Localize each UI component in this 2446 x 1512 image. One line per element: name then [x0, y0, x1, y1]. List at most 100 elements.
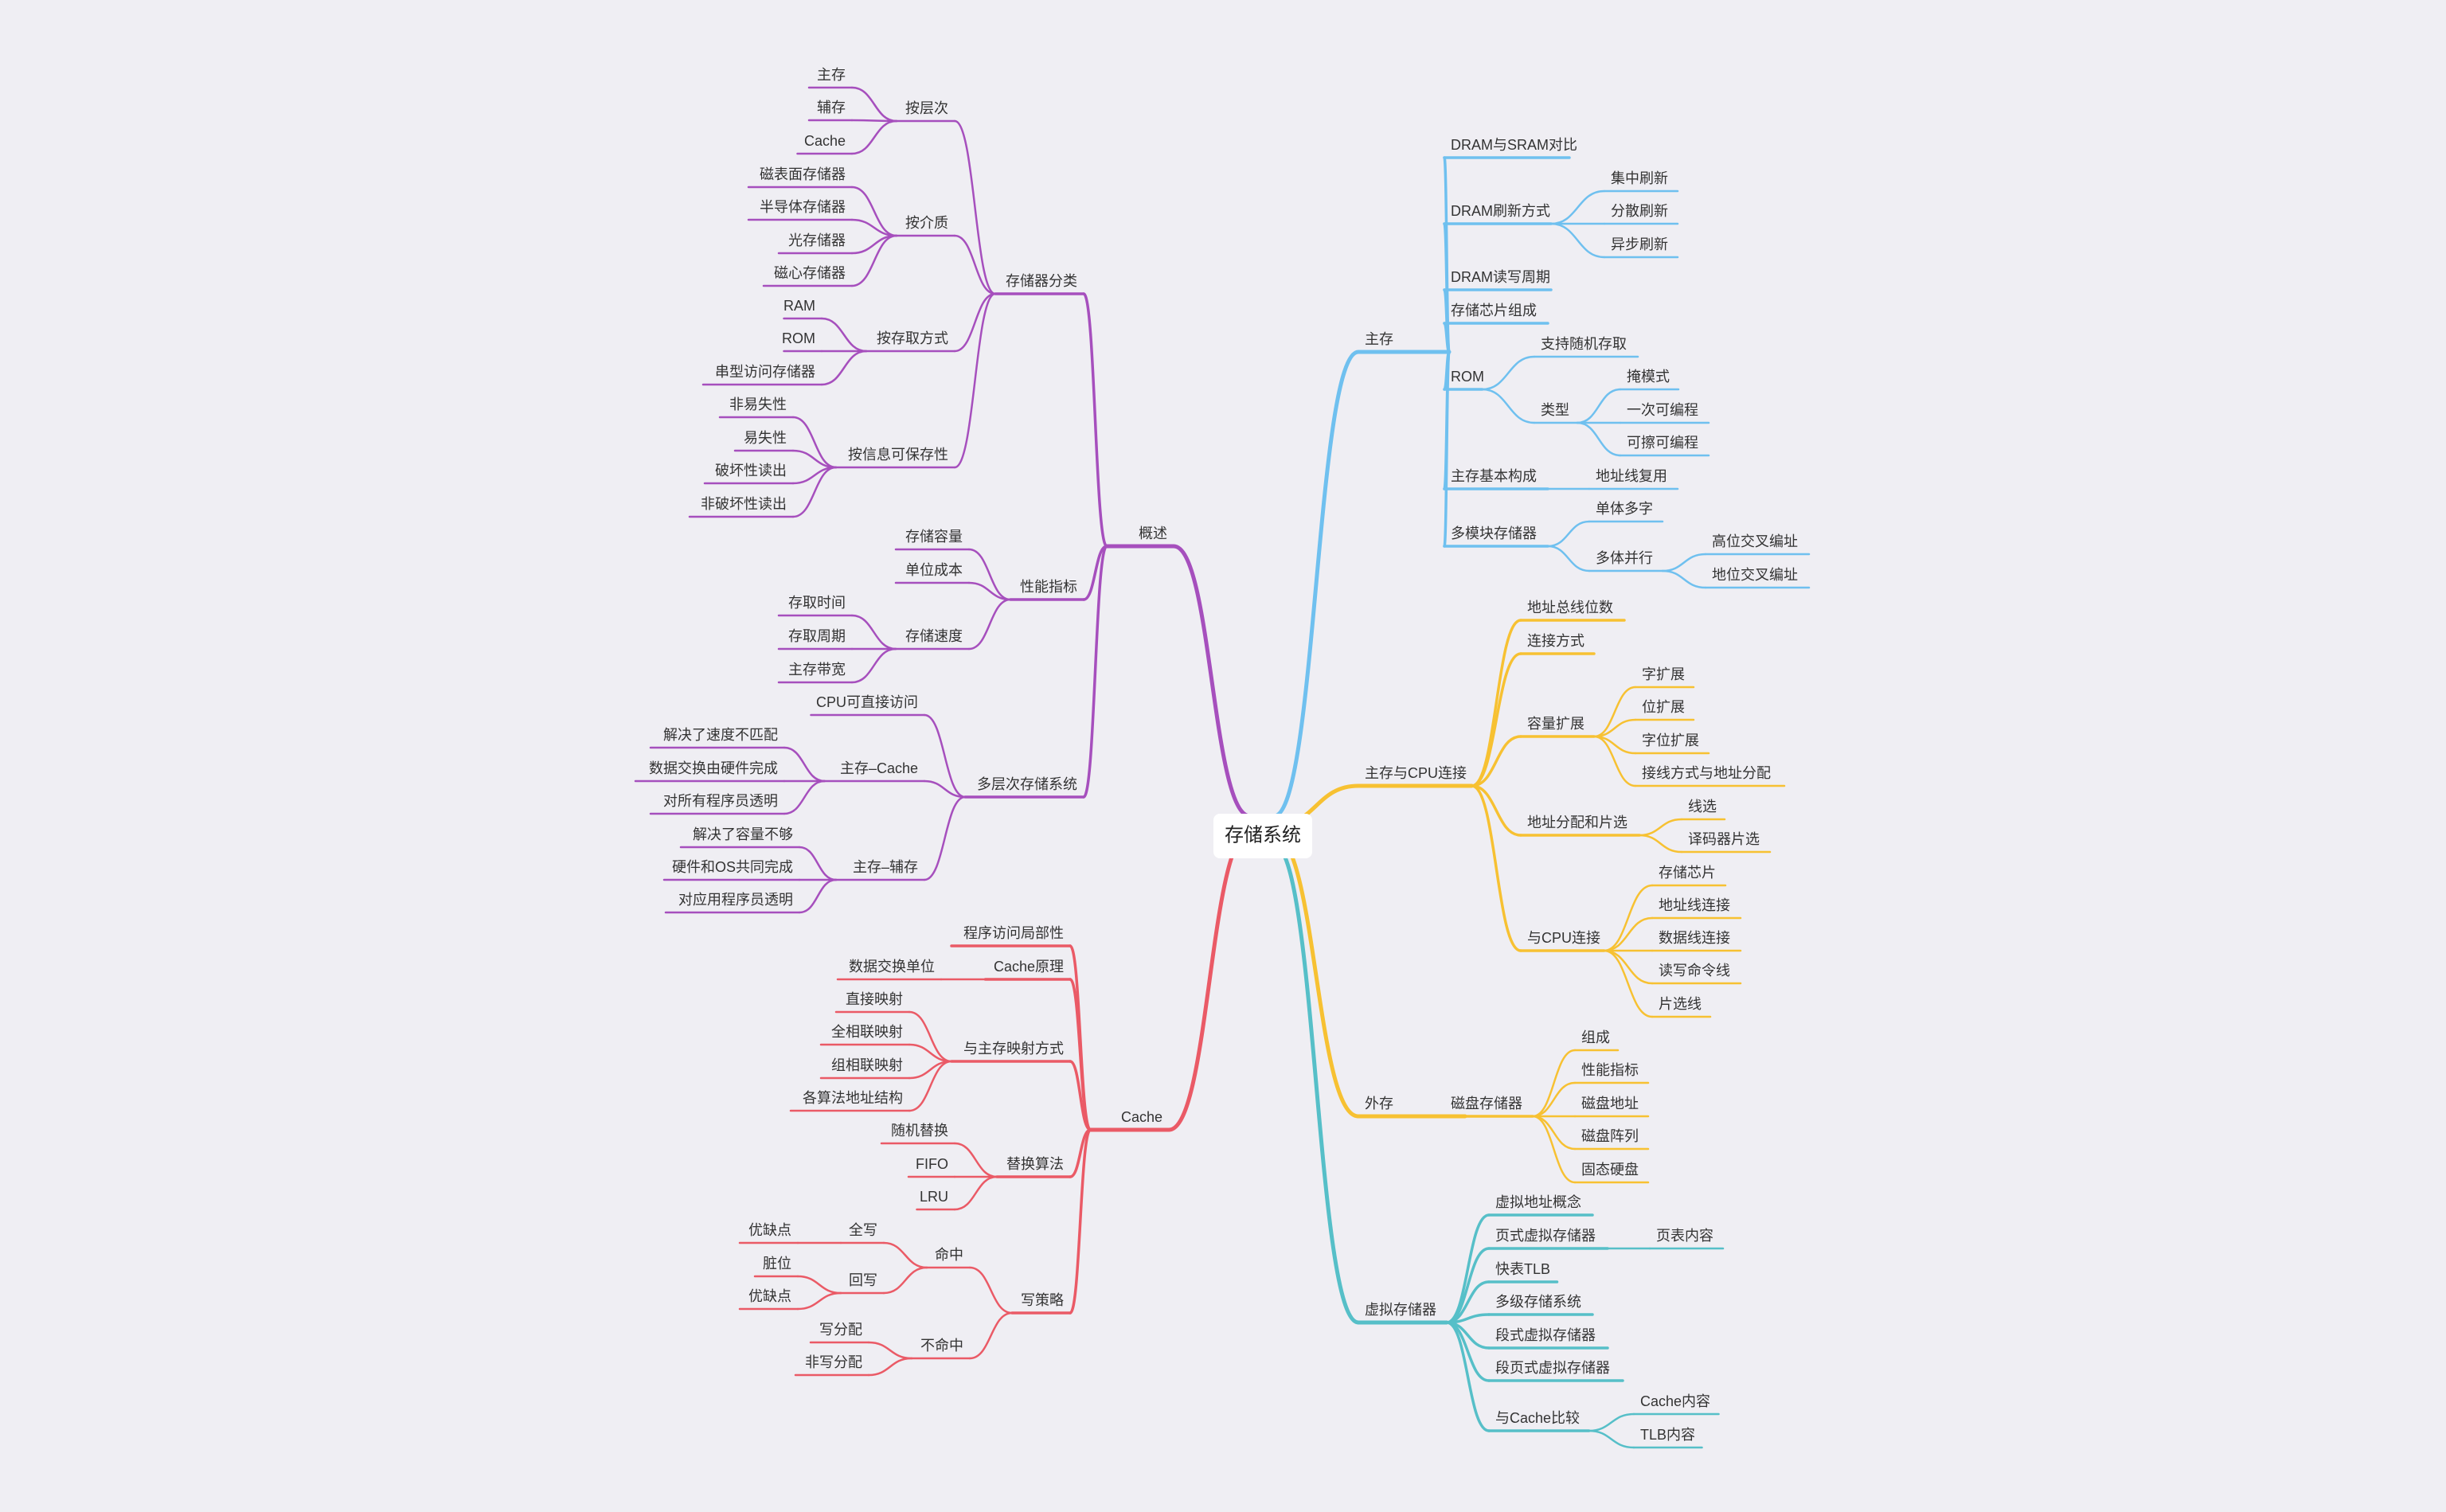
node-1-4-1-0[interactable]: 写分配 — [819, 1322, 862, 1338]
node-0-0-1[interactable]: 按介质 — [905, 215, 948, 231]
node-3-4[interactable]: 与CPU连接 — [1527, 930, 1600, 946]
node-5-4[interactable]: 段式虚拟存储器 — [1495, 1327, 1596, 1343]
node-0[interactable]: 概述 — [1139, 525, 1167, 541]
node-0-2-0[interactable]: CPU可直接访问 — [816, 694, 918, 710]
node-2-6-1-1[interactable]: 地位交叉编址 — [1712, 567, 1798, 583]
node-0-2-1-1[interactable]: 数据交换由硬件完成 — [649, 760, 778, 776]
node-5-6-1[interactable]: TLB内容 — [1640, 1427, 1695, 1443]
node-3-3[interactable]: 地址分配和片选 — [1527, 815, 1627, 830]
node-2-4-1-1[interactable]: 一次可编程 — [1627, 402, 1698, 418]
node-0-1-0[interactable]: 存储容量 — [905, 529, 963, 545]
node-0-0-0-1[interactable]: 辅存 — [817, 100, 846, 115]
node-0-0-3-3[interactable]: 非破坏性读出 — [701, 496, 787, 512]
node-4-0-0[interactable]: 组成 — [1581, 1029, 1610, 1045]
node-3-4-2[interactable]: 数据线连接 — [1659, 930, 1730, 946]
node-2-3[interactable]: 存储芯片组成 — [1451, 303, 1537, 318]
node-1-2-3[interactable]: 各算法地址结构 — [803, 1090, 903, 1106]
node-0-0-3-1[interactable]: 易失性 — [744, 430, 787, 446]
node-1[interactable]: Cache — [1121, 1109, 1162, 1125]
node-0-0-2-1[interactable]: ROM — [782, 330, 815, 346]
node-0-1-2-0[interactable]: 存取时间 — [788, 595, 846, 611]
node-1-4[interactable]: 写策略 — [1021, 1292, 1064, 1308]
node-1-3[interactable]: 替换算法 — [1006, 1156, 1064, 1172]
node-2-6-0[interactable]: 单体多字 — [1596, 501, 1653, 517]
node-2-0[interactable]: DRAM与SRAM对比 — [1451, 137, 1577, 153]
node-1-4-0[interactable]: 命中 — [935, 1247, 963, 1263]
node-0-0[interactable]: 存储器分类 — [1006, 273, 1077, 289]
node-1-2-2[interactable]: 组相联映射 — [831, 1057, 903, 1073]
node-3-4-3[interactable]: 读写命令线 — [1659, 963, 1730, 979]
node-0-2-2-0[interactable]: 解决了容量不够 — [693, 826, 793, 842]
node-0-0-1-2[interactable]: 光存储器 — [788, 232, 846, 248]
node-0-0-1-3[interactable]: 磁心存储器 — [774, 265, 846, 281]
node-0-2[interactable]: 多层次存储系统 — [977, 776, 1077, 792]
node-2-6-1-0[interactable]: 高位交叉编址 — [1712, 533, 1798, 549]
node-1-3-1[interactable]: FIFO — [916, 1156, 948, 1172]
node-2-1[interactable]: DRAM刷新方式 — [1451, 203, 1550, 219]
node-5-1[interactable]: 页式虚拟存储器 — [1495, 1228, 1596, 1244]
node-2-5[interactable]: 主存基本构成 — [1451, 468, 1537, 484]
node-0-0-3[interactable]: 按信息可保存性 — [848, 447, 948, 463]
node-2-4[interactable]: ROM — [1451, 369, 1484, 385]
node-1-4-0-0-0[interactable]: 优缺点 — [748, 1222, 791, 1238]
node-3-4-1[interactable]: 地址线连接 — [1659, 897, 1730, 913]
node-5-5[interactable]: 段页式虚拟存储器 — [1495, 1360, 1610, 1376]
node-2-6[interactable]: 多模块存储器 — [1451, 525, 1537, 541]
node-0-2-1-0[interactable]: 解决了速度不匹配 — [663, 727, 778, 743]
node-0-2-2[interactable]: 主存–辅存 — [853, 859, 918, 875]
node-2-1-1[interactable]: 分散刷新 — [1611, 203, 1668, 219]
node-0-2-1[interactable]: 主存–Cache — [840, 760, 918, 776]
node-2-2[interactable]: DRAM读写周期 — [1451, 269, 1550, 285]
node-2-4-1[interactable]: 类型 — [1541, 402, 1569, 418]
node-3-1[interactable]: 连接方式 — [1527, 633, 1584, 649]
node-0-2-2-1[interactable]: 硬件和OS共同完成 — [672, 859, 793, 875]
node-0-1[interactable]: 性能指标 — [1020, 579, 1077, 595]
node-0-2-1-2[interactable]: 对所有程序员透明 — [663, 793, 778, 809]
node-3-2[interactable]: 容量扩展 — [1527, 716, 1584, 732]
node-5-3[interactable]: 多级存储系统 — [1495, 1294, 1581, 1310]
node-0-2-2-2[interactable]: 对应用程序员透明 — [678, 892, 793, 908]
node-3-3-0[interactable]: 线选 — [1688, 799, 1717, 815]
node-2-1-2[interactable]: 异步刷新 — [1611, 236, 1668, 252]
node-1-3-0[interactable]: 随机替换 — [891, 1123, 948, 1139]
node-3-3-1[interactable]: 译码器片选 — [1688, 831, 1760, 847]
node-1-4-1[interactable]: 不命中 — [920, 1338, 963, 1354]
node-2-4-0[interactable]: 支持随机存取 — [1541, 336, 1627, 352]
node-0-0-0-2[interactable]: Cache — [804, 133, 846, 149]
node-3-4-4[interactable]: 片选线 — [1659, 996, 1702, 1012]
node-5-6[interactable]: 与Cache比较 — [1495, 1410, 1580, 1426]
node-5-1-0[interactable]: 页表内容 — [1656, 1228, 1713, 1244]
node-4-0-1[interactable]: 性能指标 — [1581, 1062, 1639, 1078]
node-1-0[interactable]: 程序访问局部性 — [963, 925, 1064, 941]
node-2-4-1-2[interactable]: 可擦可编程 — [1627, 435, 1698, 451]
node-2-1-0[interactable]: 集中刷新 — [1611, 170, 1668, 186]
node-1-4-1-1[interactable]: 非写分配 — [805, 1354, 862, 1370]
node-4-0[interactable]: 磁盘存储器 — [1451, 1096, 1522, 1112]
node-3-2-3[interactable]: 接线方式与地址分配 — [1642, 765, 1771, 781]
node-0-0-2-2[interactable]: 串型访问存储器 — [715, 364, 815, 380]
node-0-1-2-2[interactable]: 主存带宽 — [788, 662, 846, 678]
node-1-4-0-0[interactable]: 全写 — [849, 1222, 877, 1238]
node-5[interactable]: 虚拟存储器 — [1365, 1302, 1436, 1318]
node-0-0-1-0[interactable]: 磁表面存储器 — [760, 166, 846, 182]
node-0-0-2[interactable]: 按存取方式 — [877, 330, 948, 346]
node-0-0-2-0[interactable]: RAM — [783, 298, 815, 314]
node-1-2[interactable]: 与主存映射方式 — [963, 1041, 1064, 1057]
node-2-5-0[interactable]: 地址线复用 — [1596, 468, 1667, 484]
node-1-1[interactable]: Cache原理 — [994, 959, 1064, 975]
node-0-1-1[interactable]: 单位成本 — [905, 562, 963, 578]
node-4-0-2[interactable]: 磁盘地址 — [1581, 1096, 1639, 1112]
node-3[interactable]: 主存与CPU连接 — [1365, 765, 1467, 781]
node-1-4-0-1[interactable]: 回写 — [849, 1272, 877, 1288]
node-2[interactable]: 主存 — [1365, 331, 1393, 347]
node-4-0-4[interactable]: 固态硬盘 — [1581, 1162, 1639, 1178]
node-4[interactable]: 外存 — [1365, 1096, 1393, 1112]
node-5-2[interactable]: 快表TLB — [1495, 1261, 1550, 1277]
node-0-0-3-0[interactable]: 非易失性 — [729, 397, 787, 412]
node-3-2-0[interactable]: 字扩展 — [1642, 666, 1685, 682]
node-0-0-0[interactable]: 按层次 — [905, 100, 948, 116]
node-3-0[interactable]: 地址总线位数 — [1527, 600, 1613, 615]
node-0-0-0-0[interactable]: 主存 — [817, 67, 846, 83]
node-3-2-2[interactable]: 字位扩展 — [1642, 733, 1699, 748]
node-0-0-1-1[interactable]: 半导体存储器 — [760, 199, 846, 215]
